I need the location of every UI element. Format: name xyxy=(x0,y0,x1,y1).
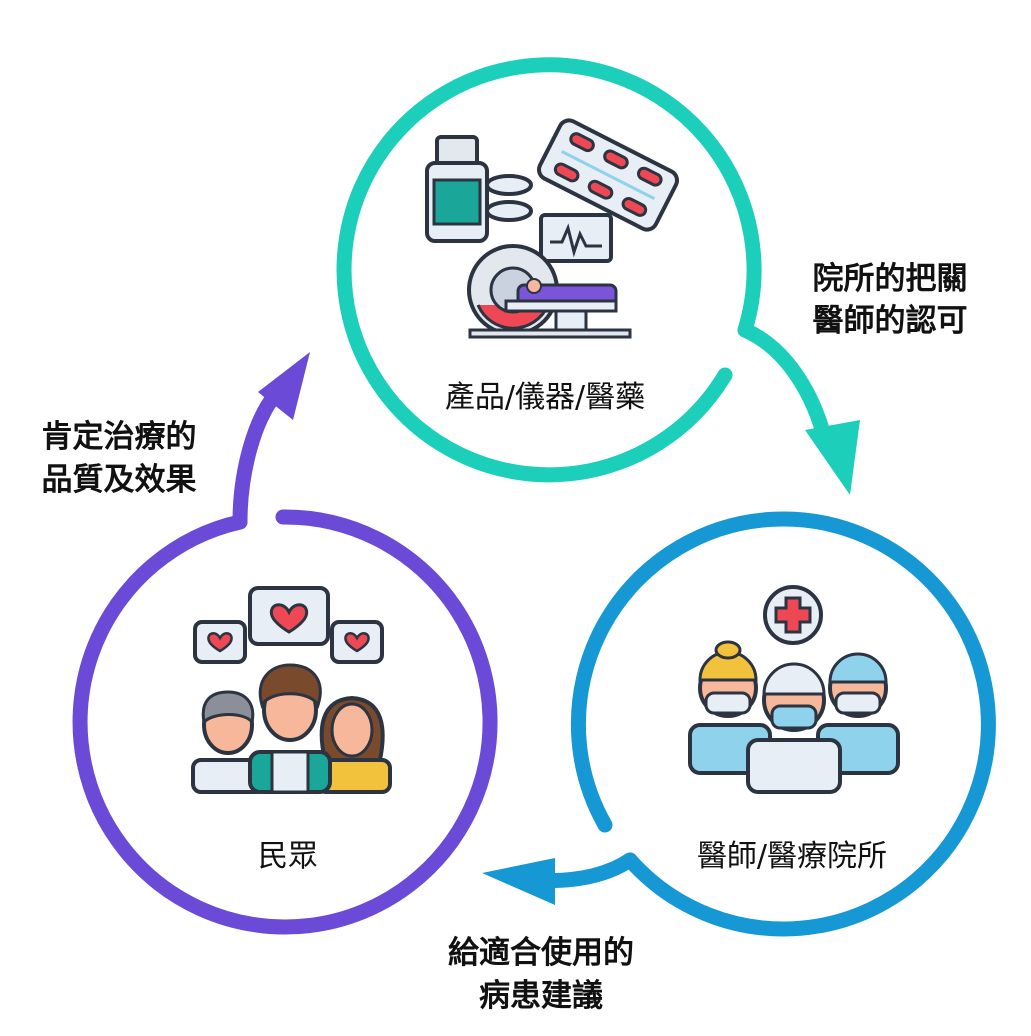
arrow-public-to-products-line xyxy=(232,387,283,530)
arrow-products-to-doctors-line xyxy=(737,322,833,448)
heart-bubble-center-icon xyxy=(248,586,330,646)
doctors-illustration xyxy=(688,585,900,794)
edge-label-products-to-doctors-line2: 醫師的認可 xyxy=(813,303,968,339)
arrow-public-to-products-head xyxy=(258,352,310,420)
node-label-products: 產品/儀器/醫藥 xyxy=(445,380,645,415)
node-label-doctors: 醫師/醫療院所 xyxy=(697,839,887,874)
medicine-bottle-icon xyxy=(425,135,489,243)
edge-label-doctors-to-public-line2: 病患建議 xyxy=(479,978,603,1014)
blister-pack-icon xyxy=(537,118,679,232)
doctor-left-icon xyxy=(688,640,772,775)
pill-ovals-icon xyxy=(485,174,533,222)
person-center-icon xyxy=(248,663,332,794)
arrow-products-to-doctors-head xyxy=(805,420,860,495)
edge-label-public-to-products-line2: 品質及效果 xyxy=(42,462,197,498)
node-label-public: 民眾 xyxy=(258,839,318,874)
edge-label-products-to-doctors-line1: 院所的把關 xyxy=(813,261,968,297)
doctor-center-icon xyxy=(746,662,842,794)
heart-bubble-left-icon xyxy=(193,620,247,664)
person-left-icon xyxy=(191,690,267,794)
ecg-monitor-icon xyxy=(539,213,613,263)
person-right-icon xyxy=(316,695,392,794)
arrow-doctors-to-public-head xyxy=(482,858,555,905)
public-ring xyxy=(72,509,498,935)
products-illustration xyxy=(425,118,679,339)
heart-bubble-right-icon xyxy=(330,620,384,664)
edge-label-public-to-products-line1: 肯定治療的 xyxy=(42,419,197,455)
edge-label-doctors-to-public-line1: 給適合使用的 xyxy=(448,935,634,971)
products-ring xyxy=(336,57,762,483)
mri-scanner-icon xyxy=(467,244,632,339)
doctors-ring xyxy=(570,511,996,937)
public-illustration xyxy=(191,586,392,794)
medical-cross-icon xyxy=(763,585,823,645)
